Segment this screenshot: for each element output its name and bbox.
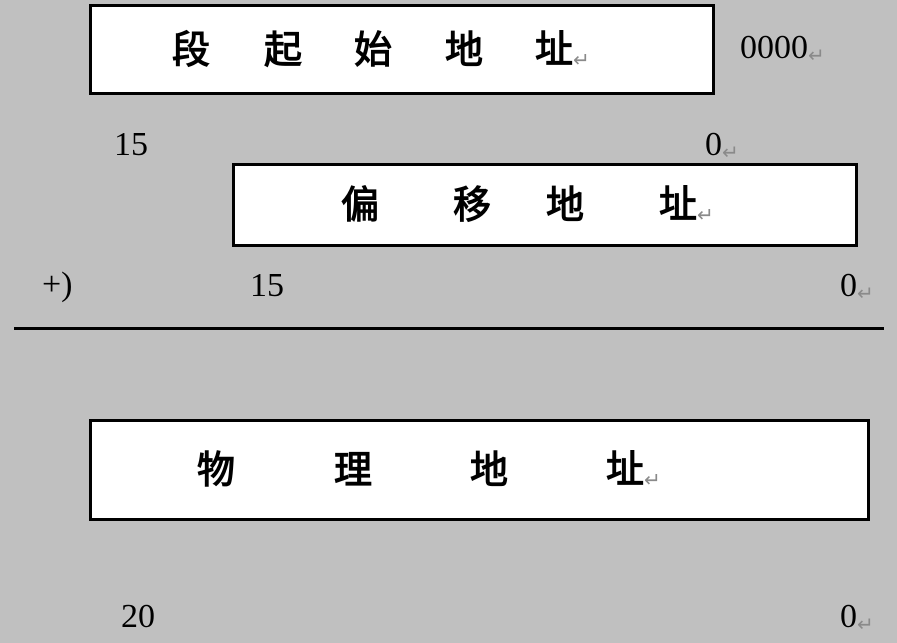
physical-address-box: 物 理 地 址↵ [89,419,870,521]
offset-address-box: 偏 移 地 址↵ [232,163,858,247]
offset-char-0: 偏 [341,183,380,227]
addition-operator: +) [42,266,73,303]
offset-low-bit-label: 0↵ [840,267,874,305]
segment-low-bit-text: 0 [705,126,722,163]
offset-char-3-text: 址 [659,182,698,227]
segment-char-4: 址↵ [535,30,590,69]
segment-start-address-box: 段 起 始 地 址↵ [89,4,715,95]
paragraph-mark-icon: ↵ [644,467,661,492]
segment-suffix-zeros: 0000↵ [740,29,825,67]
physical-char-3-text: 址 [606,447,645,492]
segment-char-4-text: 址 [535,27,574,71]
paragraph-mark-icon: ↵ [722,140,739,164]
physical-low-bit-label: 0↵ [840,598,874,636]
paragraph-mark-icon: ↵ [808,43,825,67]
segment-char-2: 始 [354,27,393,72]
offset-high-bit-label: 15 [250,267,284,304]
segment-suffix-text: 0000 [740,29,808,66]
physical-char-2: 地 [470,448,509,492]
physical-char-1: 理 [334,448,373,492]
segment-low-bit-label: 0↵ [705,126,739,164]
offset-char-3: 址↵ [659,186,714,225]
physical-high-bit-label: 20 [121,598,155,635]
segment-char-0: 段 [172,27,211,72]
segment-char-1: 起 [264,27,303,72]
offset-char-1: 移 [453,183,492,227]
paragraph-mark-icon: ↵ [857,612,874,636]
segment-high-bit-label: 15 [114,126,148,163]
segment-char-3: 地 [445,27,484,72]
offset-low-bit-text: 0 [840,267,857,304]
paragraph-mark-icon: ↵ [573,47,590,71]
sum-divider-line [14,327,884,330]
physical-char-0: 物 [197,448,236,492]
paragraph-mark-icon: ↵ [697,202,714,227]
physical-low-bit-text: 0 [840,598,857,635]
physical-char-3: 址↵ [606,451,661,490]
offset-char-2: 地 [546,183,585,227]
paragraph-mark-icon: ↵ [857,281,874,305]
